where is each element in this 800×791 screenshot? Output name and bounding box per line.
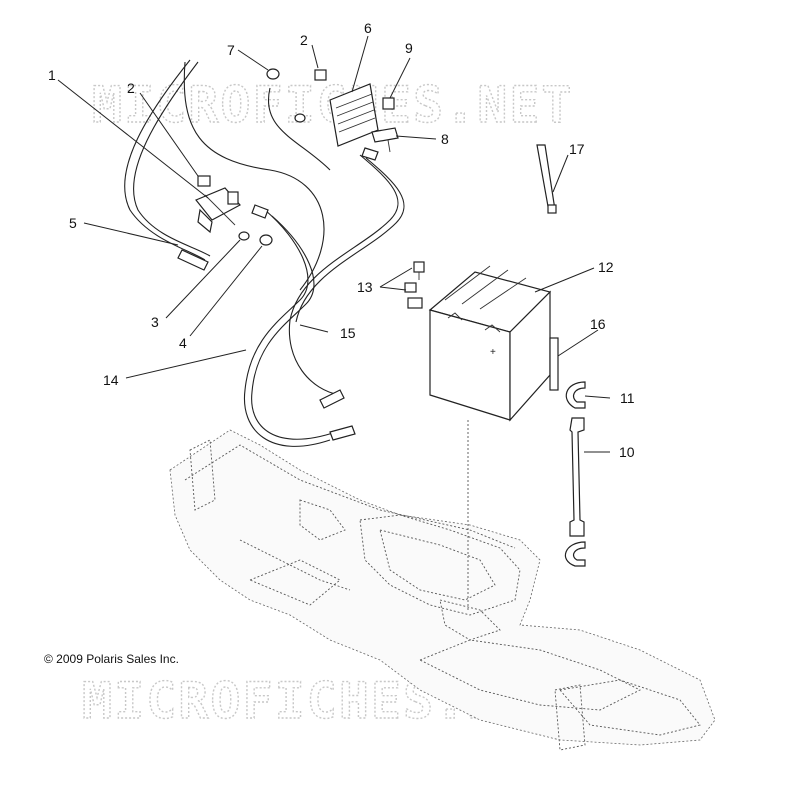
- battery-cables: [243, 147, 405, 447]
- hook-lower: [564, 541, 586, 567]
- callout-labels: 1 2 2 3 4 5 6 7 8 9 10 11 12 13 14 15 16…: [48, 20, 635, 460]
- callout-14: 14: [103, 372, 119, 388]
- callout-15: 15: [340, 325, 356, 341]
- hold-down-strap: [569, 417, 585, 537]
- harness-loops: [124, 59, 331, 291]
- callout-2-top: 2: [300, 32, 308, 48]
- callout-2-left: 2: [127, 80, 135, 96]
- solenoid-assembly: [195, 187, 241, 234]
- callout-16: 16: [590, 316, 606, 332]
- callout-3: 3: [151, 314, 159, 330]
- callout-6: 6: [364, 20, 372, 36]
- cable-terminal-positive: [319, 389, 345, 409]
- callout-12: 12: [598, 259, 614, 275]
- fasteners: [197, 68, 395, 246]
- copyright-notice: © 2009 Polaris Sales Inc.: [44, 652, 179, 666]
- washer: [238, 231, 250, 241]
- vehicle-floor-frame: [169, 429, 716, 751]
- screw-left: [197, 175, 211, 187]
- screw-top: [314, 69, 327, 81]
- bolt-right: [382, 97, 395, 110]
- callout-10: 10: [619, 444, 635, 460]
- hook: [565, 381, 586, 409]
- clip: [371, 127, 399, 153]
- callout-9: 9: [405, 40, 413, 56]
- callout-8: 8: [441, 131, 449, 147]
- callout-4: 4: [179, 335, 187, 351]
- callout-13: 13: [357, 279, 373, 295]
- callout-7: 7: [227, 42, 235, 58]
- svg-text:+: +: [490, 347, 496, 358]
- cable-tie: [536, 144, 557, 214]
- nut: [259, 234, 273, 246]
- leader-lines: [57, 35, 611, 453]
- callout-5: 5: [69, 215, 77, 231]
- terminal-bolts: [404, 261, 425, 309]
- callout-11: 11: [620, 390, 635, 406]
- callout-1: 1: [48, 67, 56, 83]
- terminal-block: [329, 83, 379, 147]
- sleeve: [549, 337, 559, 391]
- battery: +: [428, 265, 552, 422]
- callout-17: 17: [569, 141, 585, 157]
- nut-top: [266, 68, 280, 80]
- cable-terminal-negative: [329, 425, 356, 441]
